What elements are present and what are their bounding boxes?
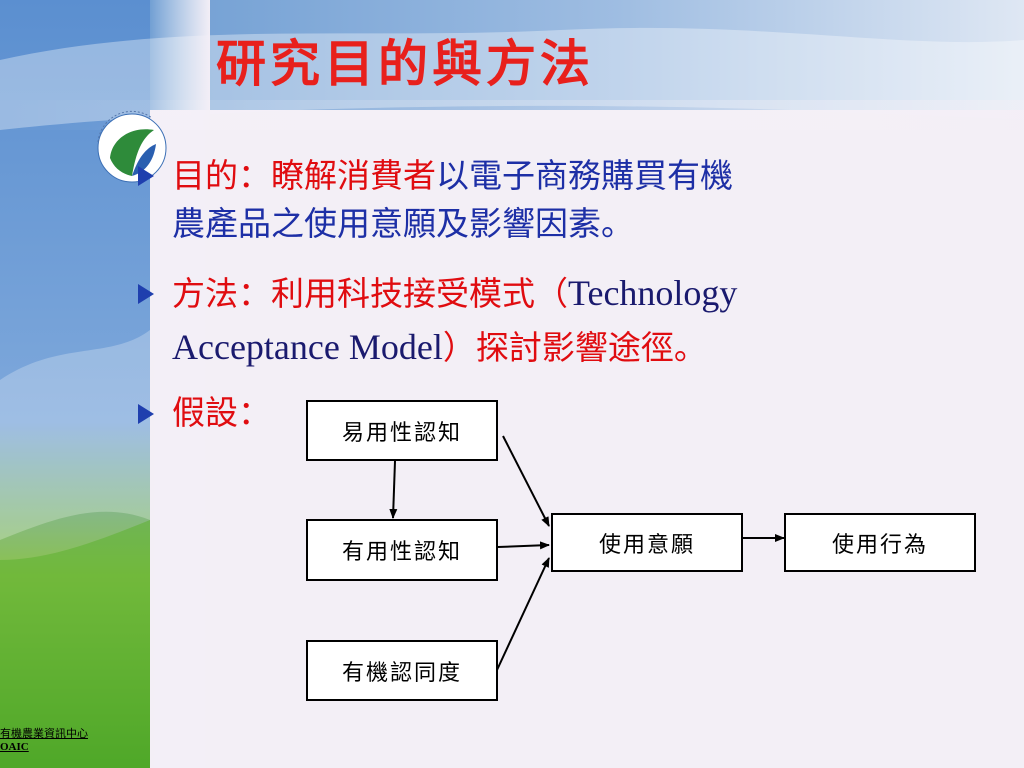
node-perceived-usefulness: 有用性認知 bbox=[306, 519, 498, 581]
footer-org-abbr: OAIC bbox=[0, 741, 29, 753]
purpose-text-blue-1: 以電子商務購買有機 bbox=[436, 156, 733, 195]
arrow-ease-to-intention bbox=[502, 435, 550, 527]
purpose-line-1: 目的：瞭解消費者以電子商務購買有機 bbox=[172, 156, 733, 196]
node-perceived-ease-of-use: 易用性認知 bbox=[306, 400, 498, 461]
method-line-2: Acceptance Model）探討影響途徑。 bbox=[172, 327, 707, 368]
method-latin-1: Technology bbox=[568, 273, 738, 313]
method-line-1: 方法：利用科技接受模式（Technology bbox=[172, 273, 737, 314]
bullet-marker-method bbox=[138, 284, 154, 304]
page-title: 研究目的與方法 bbox=[216, 34, 594, 93]
bullet-marker-hypothesis bbox=[138, 404, 154, 424]
method-label: 方法： bbox=[172, 274, 271, 313]
node-usage-intention: 使用意願 bbox=[551, 513, 743, 572]
method-text-1: 利用科技接受模式（ bbox=[271, 274, 568, 313]
purpose-line-2: 農產品之使用意願及影響因素。 bbox=[172, 204, 634, 243]
arrow-useful-to-intention bbox=[497, 541, 550, 550]
oaic-logo bbox=[97, 110, 167, 183]
footer-org-name: 有機農業資訊中心 bbox=[0, 727, 88, 740]
node-organic-identification: 有機認同度 bbox=[306, 640, 498, 701]
arrow-ease-to-useful bbox=[389, 460, 398, 519]
hypothesis-label: 假設： bbox=[172, 393, 271, 432]
bullet-marker-purpose bbox=[138, 166, 154, 186]
purpose-label: 目的： bbox=[172, 156, 271, 195]
method-text-2: ）探討影響途徑。 bbox=[442, 328, 707, 367]
node-usage-behavior: 使用行為 bbox=[784, 513, 976, 572]
purpose-text-red: 瞭解消費者 bbox=[271, 156, 436, 195]
arrow-organic-to-intention bbox=[496, 557, 550, 671]
method-latin-2: Acceptance Model bbox=[172, 327, 443, 367]
